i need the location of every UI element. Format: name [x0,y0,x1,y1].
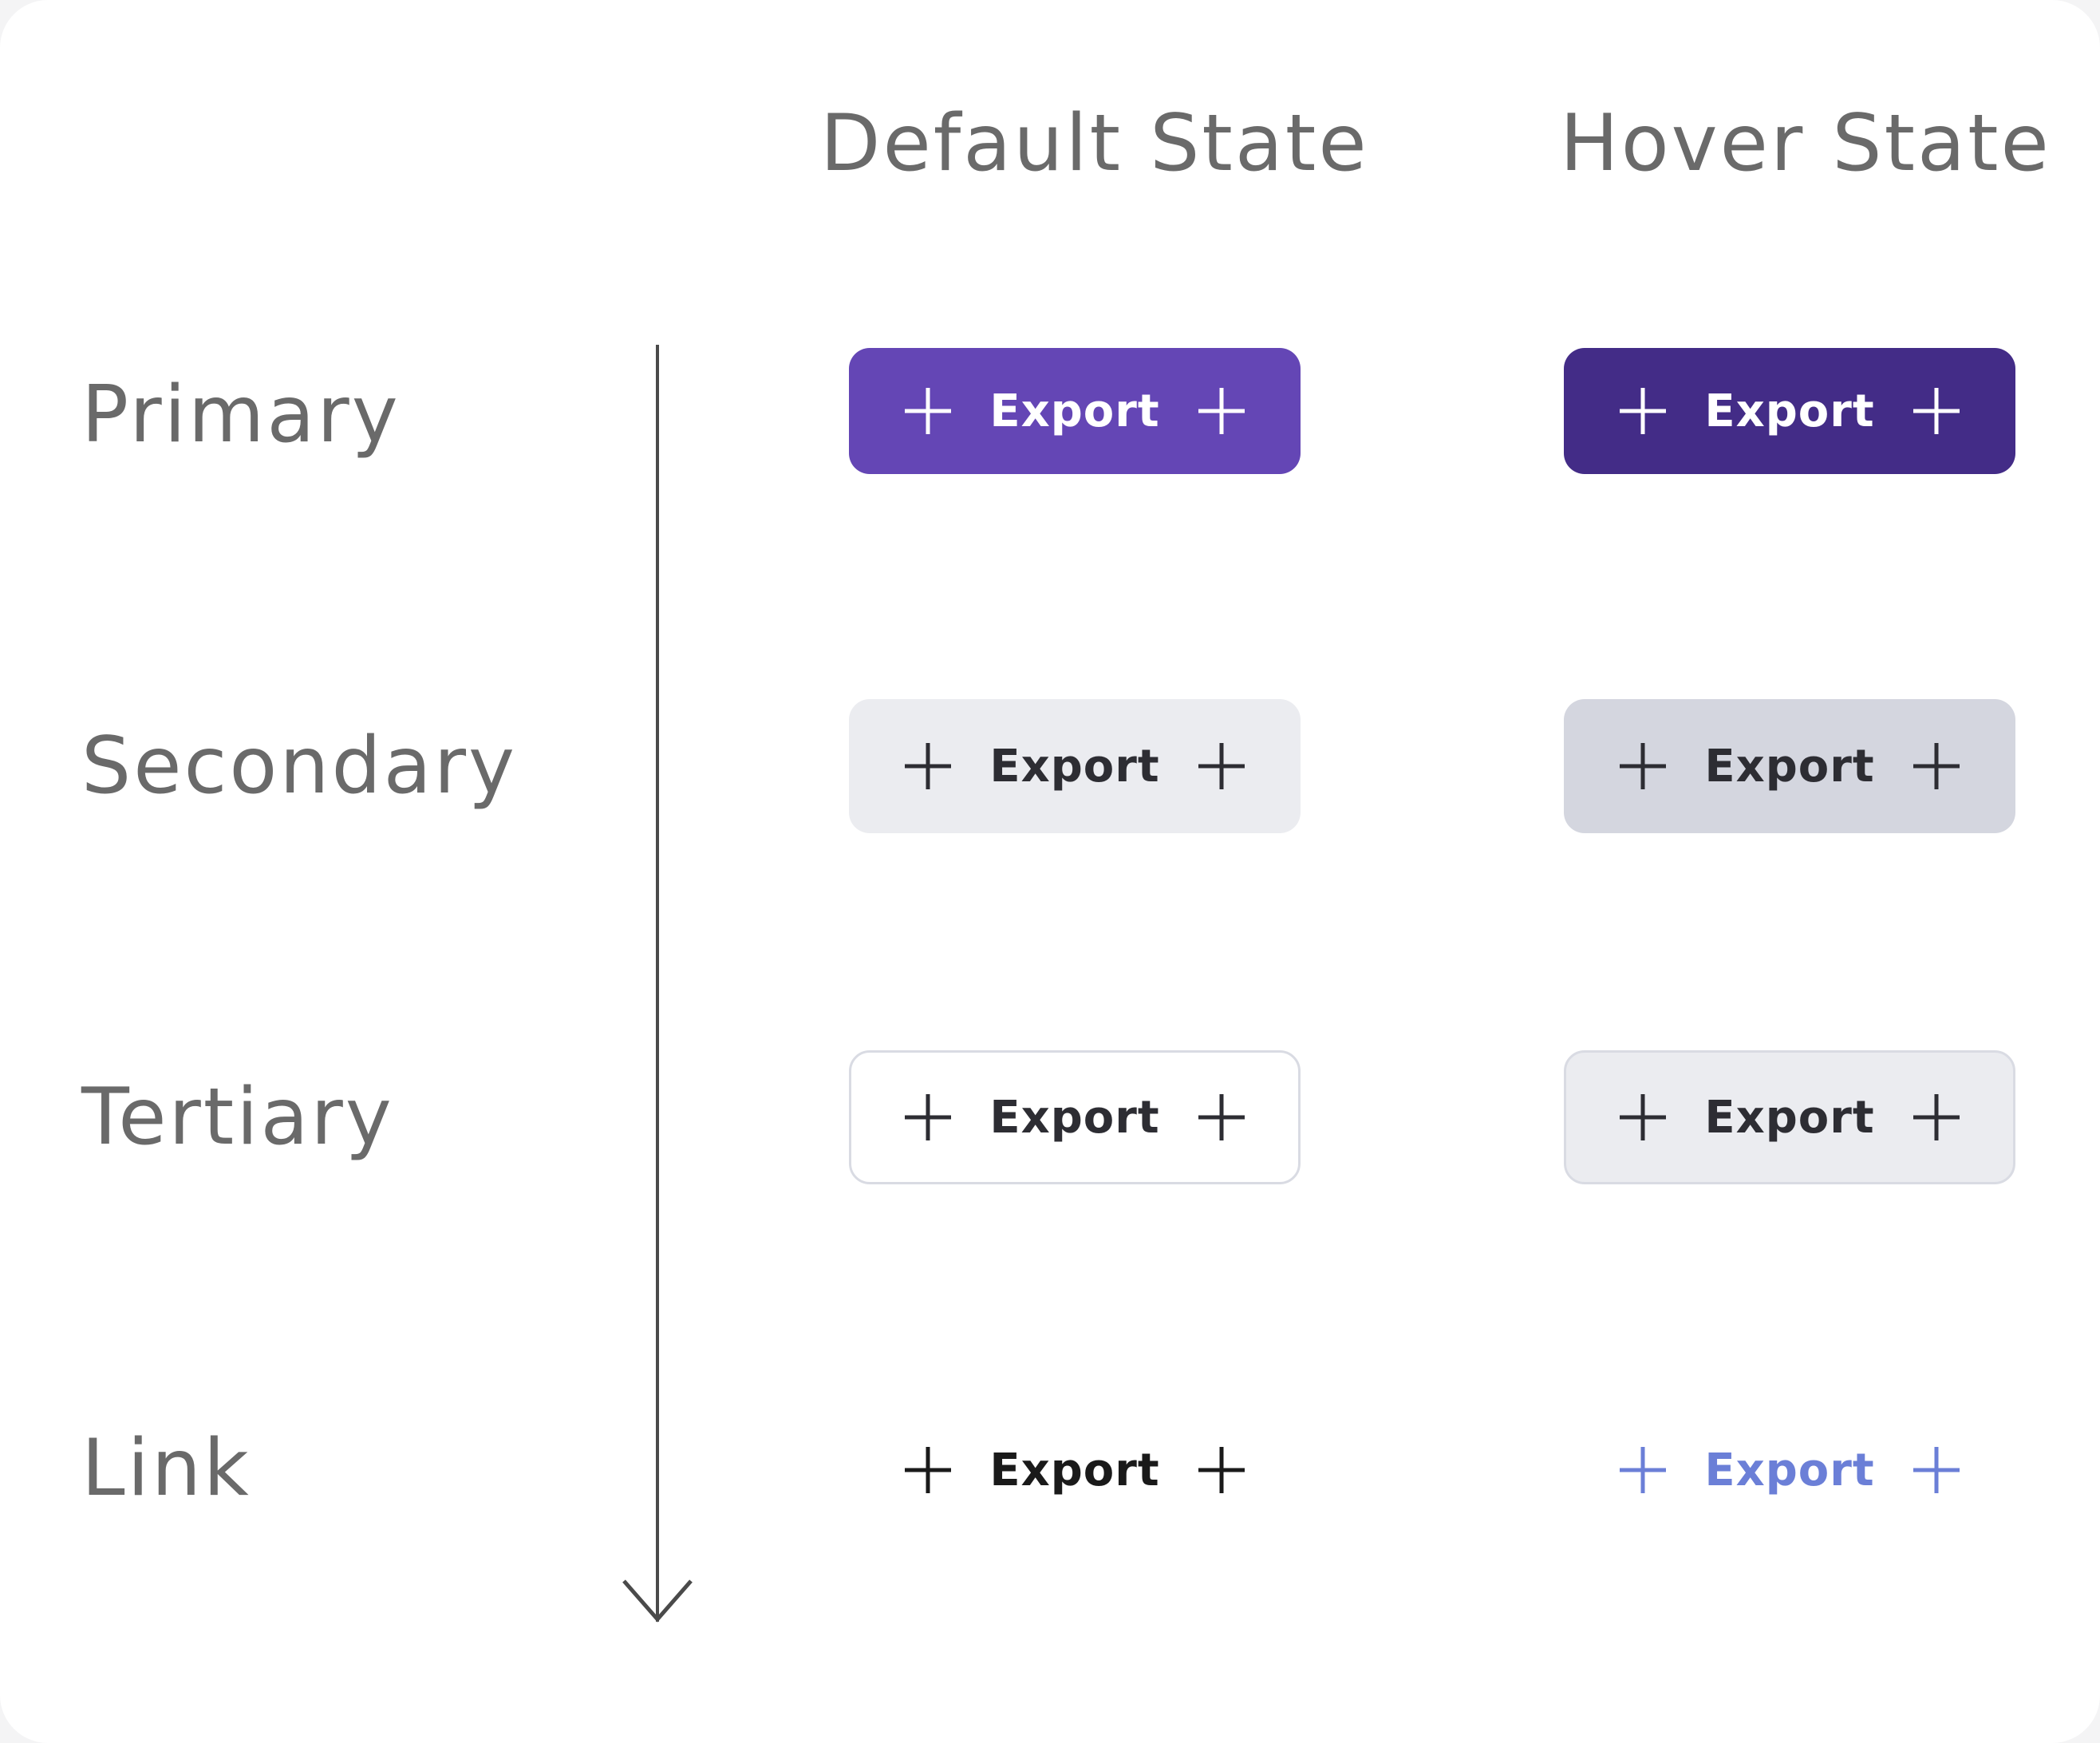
link-export-button-default[interactable]: Export [849,1406,1301,1534]
button-label: Export [1704,1444,1875,1496]
plus-icon [1198,388,1245,434]
plus-icon [1912,1094,1960,1140]
row-label-primary: Primary [81,370,401,460]
secondary-export-button-hover[interactable]: Export [1564,699,2015,833]
plus-icon [1198,743,1245,789]
button-label: Export [1704,385,1875,437]
hierarchy-axis-line [656,345,659,1622]
plus-icon [1912,388,1960,434]
plus-icon [905,743,952,789]
button-label: Export [989,740,1160,792]
primary-export-button-default[interactable]: Export [849,348,1301,474]
row-label-tertiary: Tertiary [81,1072,394,1163]
button-label: Export [989,385,1160,437]
plus-icon [1620,1447,1667,1493]
plus-icon [1198,1447,1245,1493]
button-label: Export [1704,740,1875,792]
plus-icon [1620,1094,1667,1140]
button-label: Export [989,1444,1160,1496]
plus-icon [1620,743,1667,789]
plus-icon [1620,388,1667,434]
arrow-down-icon [622,1579,693,1622]
plus-icon [1198,1094,1245,1140]
link-export-button-hover[interactable]: Export [1564,1406,2015,1534]
plus-icon [1912,1447,1960,1493]
primary-export-button-hover[interactable]: Export [1564,348,2015,474]
column-heading-default: Default State [820,98,1369,189]
secondary-export-button-default[interactable]: Export [849,699,1301,833]
tertiary-export-button-default[interactable]: Export [849,1050,1301,1184]
tertiary-export-button-hover[interactable]: Export [1564,1050,2015,1184]
column-heading-hover: Hover State [1560,98,2051,189]
button-label: Export [1704,1091,1875,1144]
plus-icon [1912,743,1960,789]
plus-icon [905,388,952,434]
plus-icon [905,1094,952,1140]
button-label: Export [989,1091,1160,1144]
row-label-link: Link [81,1423,251,1514]
plus-icon [905,1447,952,1493]
row-label-secondary: Secondary [81,721,517,812]
